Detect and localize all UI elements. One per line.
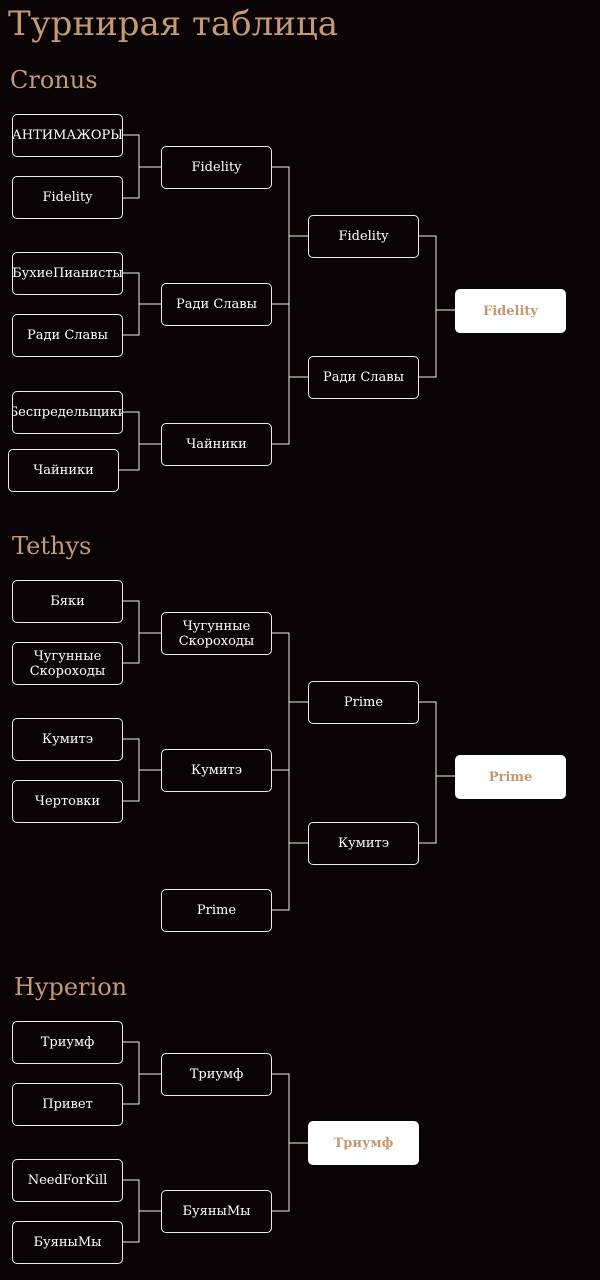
match-slot-tethys-r2-2[interactable]: Кумитэ [161,749,272,792]
match-slot-tethys-r3-1[interactable]: Prime [308,681,419,724]
match-slot-hyperion-r2-1[interactable]: Триумф [161,1053,272,1096]
match-slot-cronus-r1-3[interactable]: БухиеПианисты [12,252,123,295]
match-slot-hyperion-r1-1[interactable]: Триумф [12,1021,123,1064]
match-slot-cronus-r1-2[interactable]: Fidelity [12,176,123,219]
match-slot-hyperion-r1-2[interactable]: Привет [12,1083,123,1126]
match-slot-cronus-r3-2[interactable]: Ради Славы [308,356,419,399]
match-slot-cronus-r2-1[interactable]: Fidelity [161,146,272,189]
match-slot-hyperion-r1-3[interactable]: NeedForKill [12,1159,123,1202]
group-title-hyperion: Hyperion [14,973,128,1001]
group-winner-tethys[interactable]: Prime [455,755,566,799]
match-slot-tethys-r1-2[interactable]: Чугунные Скороходы [12,642,123,685]
match-slot-cronus-r3-1[interactable]: Fidelity [308,215,419,258]
match-slot-cronus-r1-1[interactable]: АНТИМАЖОРЫ [12,114,123,157]
match-slot-cronus-r1-5[interactable]: Беспредельщики [12,391,123,434]
match-slot-tethys-r2-3[interactable]: Prime [161,889,272,932]
group-winner-hyperion[interactable]: Триумф [308,1121,419,1165]
match-slot-tethys-r2-1[interactable]: Чугунные Скороходы [161,612,272,655]
match-slot-cronus-r2-2[interactable]: Ради Славы [161,283,272,326]
match-slot-hyperion-r2-2[interactable]: БуяныМы [161,1190,272,1233]
match-slot-hyperion-r1-4[interactable]: БуяныМы [12,1221,123,1264]
page-title: Турнирая таблица [8,4,339,44]
match-slot-tethys-r1-3[interactable]: Кумитэ [12,718,123,761]
match-slot-cronus-r1-6[interactable]: Чайники [8,449,119,492]
match-slot-tethys-r1-1[interactable]: Бяки [12,580,123,623]
group-title-tethys: Tethys [12,532,92,560]
match-slot-cronus-r1-4[interactable]: Ради Славы [12,314,123,357]
match-slot-cronus-r2-3[interactable]: Чайники [161,423,272,466]
group-winner-cronus[interactable]: Fidelity [455,289,566,333]
group-title-cronus: Cronus [10,66,98,94]
match-slot-tethys-r1-4[interactable]: Чертовки [12,780,123,823]
match-slot-tethys-r3-2[interactable]: Кумитэ [308,822,419,865]
